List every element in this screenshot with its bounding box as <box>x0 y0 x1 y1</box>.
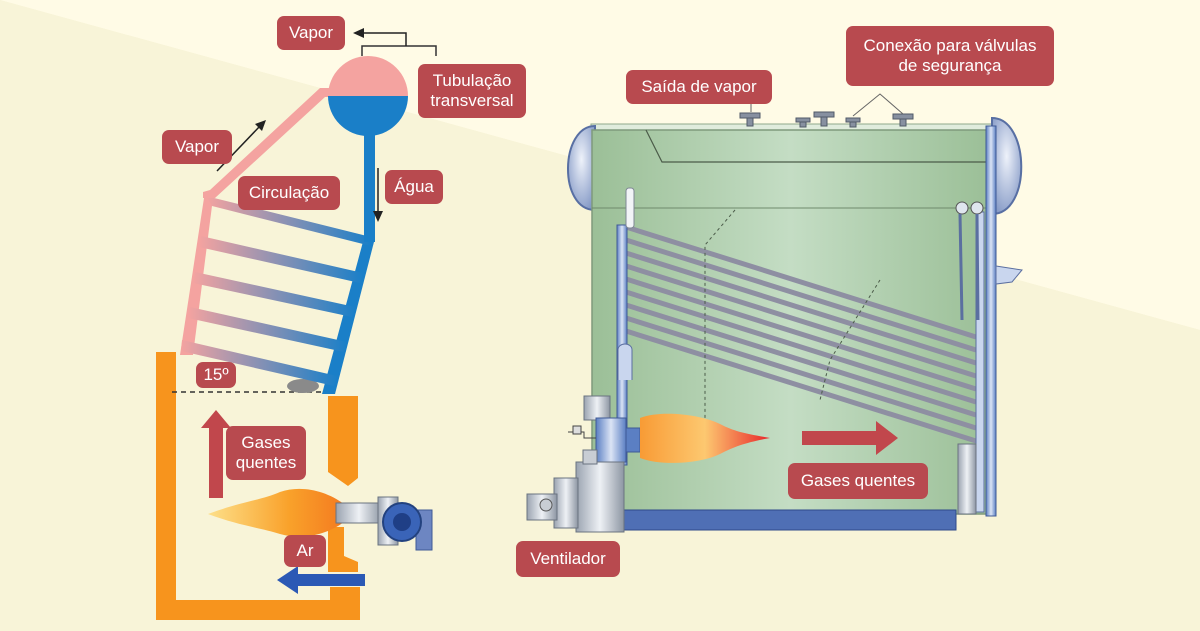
level-glass <box>625 187 635 229</box>
gases-right-arrow <box>802 421 898 455</box>
label-vapor-top: Vapor <box>277 16 345 50</box>
fan-housing <box>553 477 579 529</box>
fan-coupling <box>582 449 598 465</box>
conexao-pointer <box>852 93 904 117</box>
top-valves <box>739 111 914 128</box>
steam-riser-pipe <box>203 88 338 198</box>
burner-flame-right <box>640 413 770 463</box>
label-saida-de-vapor: Saída de vapor <box>626 70 772 104</box>
vapor-outlet-arrowhead <box>353 28 364 38</box>
water-direction-arrowhead <box>373 211 383 222</box>
burner-collar <box>625 427 641 453</box>
burner-nozzle <box>335 502 383 524</box>
gases-up-arrow <box>201 410 231 498</box>
label-circulacao: Circulação <box>238 176 340 210</box>
vapor-direction-arrowhead <box>255 120 266 131</box>
left-water-tube-diagram <box>156 28 437 620</box>
furnace-wall-upper-right <box>328 396 358 486</box>
rear-chimney-base <box>957 443 977 515</box>
downcomer-pipe <box>364 126 375 242</box>
gauge-right <box>970 201 984 215</box>
grate-support <box>287 379 319 393</box>
gauge-pipes <box>958 213 980 321</box>
tube-rung-3 <box>188 307 347 352</box>
label-tubulacao-transversal: Tubulação transversal <box>418 64 526 118</box>
burner-flame-left <box>208 488 344 537</box>
steam-collector-line <box>645 129 989 163</box>
tube-rung-4 <box>181 340 337 386</box>
right-fire-tube-boiler <box>526 93 1023 533</box>
furnace-wall-outer <box>156 352 360 620</box>
baffle-line-1 <box>704 209 736 420</box>
boiler-right-end-cap <box>991 116 1023 216</box>
burner-head <box>595 417 627 463</box>
rear-riser-pipe <box>985 125 997 517</box>
label-gases-quentes-left: Gases quentes <box>226 426 306 480</box>
steam-drum-water-half <box>328 96 408 136</box>
vapor-outlet-bracket <box>361 45 437 56</box>
baffle-line-2 <box>819 279 881 401</box>
fire-tube-bundle <box>625 224 977 444</box>
steam-drum-vapor-half <box>328 56 408 96</box>
burner-fan-hub <box>393 513 411 531</box>
air-arrow <box>277 566 365 594</box>
burner-top-block <box>583 395 611 421</box>
label-conexao-valvulas: Conexão para válvulas de segurança <box>846 26 1054 86</box>
burner-control-box <box>572 425 582 435</box>
label-agua: Água <box>385 170 443 204</box>
gauge-left <box>955 201 969 215</box>
label-gases-quentes-right: Gases quentes <box>788 463 928 499</box>
label-ar: Ar <box>284 535 326 567</box>
furnace-wall-lower-right <box>328 527 358 572</box>
fan-motor <box>575 461 625 533</box>
vapor-outlet-arrow-line <box>363 32 407 46</box>
front-return-bend <box>617 343 633 380</box>
label-ventilador: Ventilador <box>516 541 620 577</box>
label-angle: 15º <box>196 362 236 388</box>
tube-rung-1 <box>199 236 363 283</box>
rear-outlet-nozzle <box>995 265 1023 285</box>
boiler-base <box>591 509 957 531</box>
fan-hub <box>539 498 553 512</box>
tube-rung-2 <box>193 272 355 317</box>
boiler-left-end-cap <box>567 124 596 212</box>
label-vapor-left: Vapor <box>162 130 232 164</box>
